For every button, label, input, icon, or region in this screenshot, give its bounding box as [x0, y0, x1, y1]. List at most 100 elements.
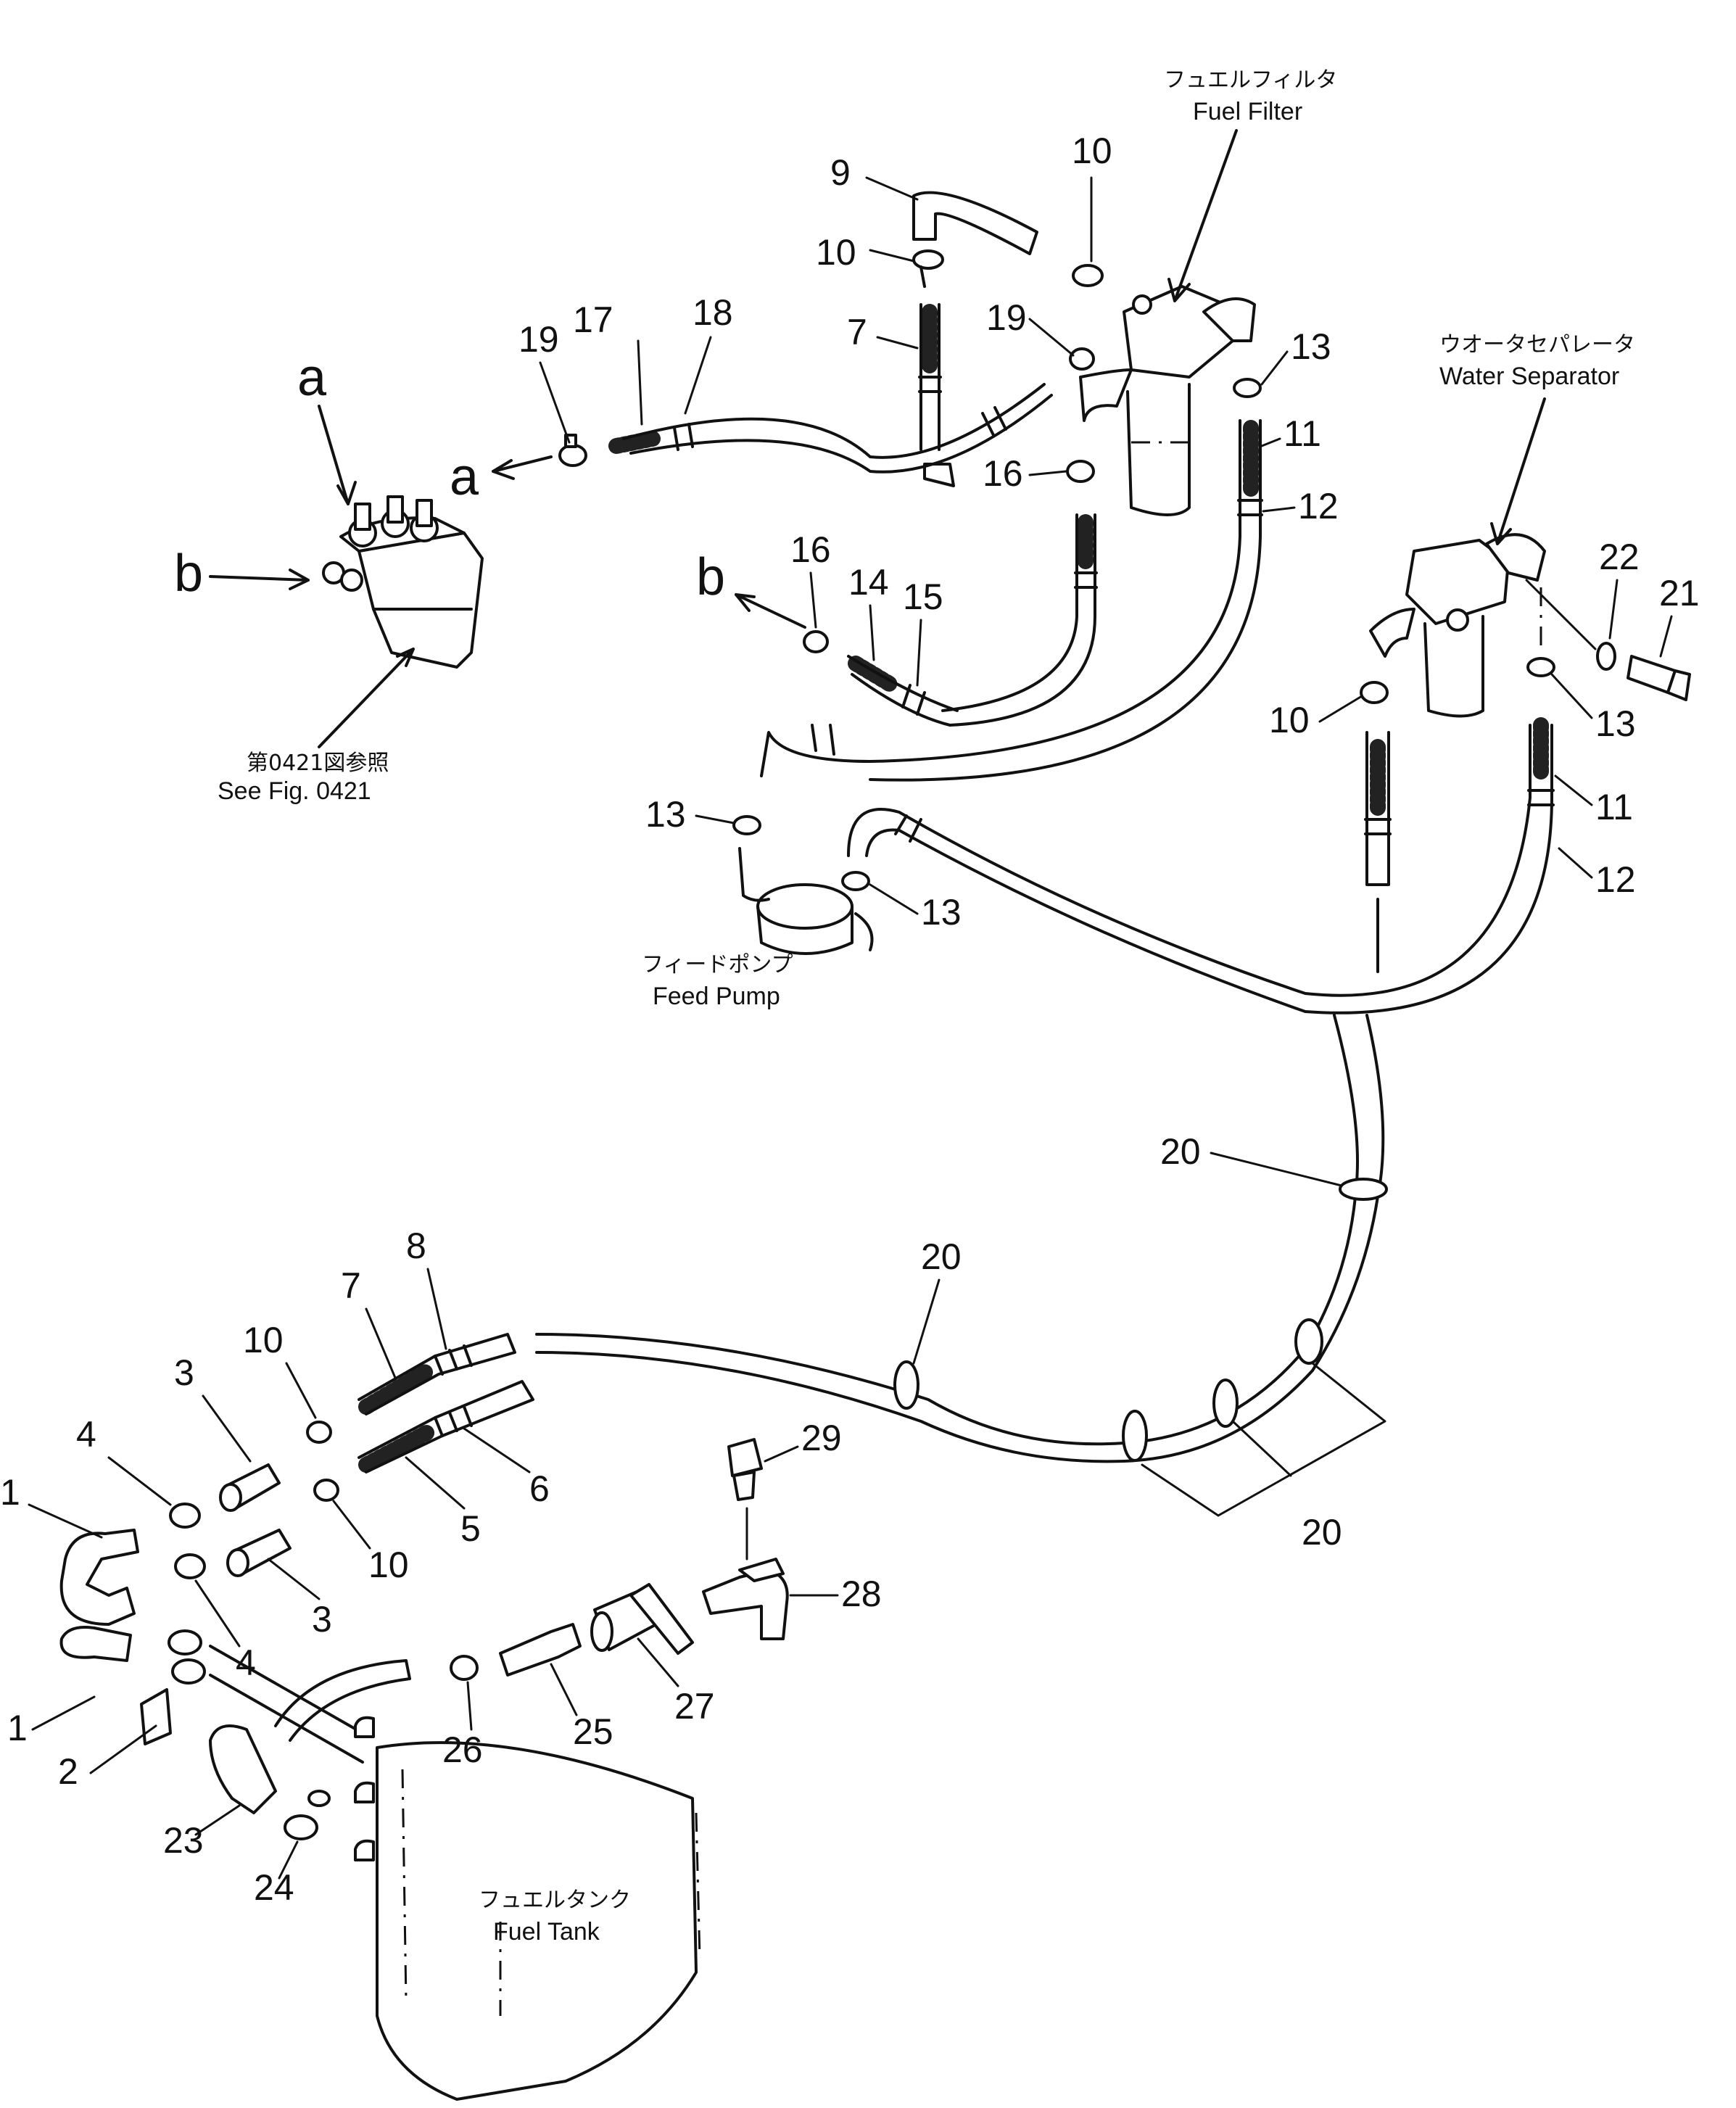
- callout-13-filter: 13: [1291, 326, 1331, 367]
- hose-separator-down: [1364, 731, 1392, 973]
- callout-12-upper: 12: [1298, 486, 1339, 526]
- water-separator-label-jp: ウオータセパレータ: [1439, 332, 1635, 357]
- arrow-b-side: [209, 569, 310, 590]
- valve-27: [590, 1583, 694, 1655]
- callout-10-lower-top: 10: [243, 1320, 284, 1360]
- arrow-b-hose: [735, 593, 806, 629]
- clamps-20-lower: [1122, 1318, 1323, 1462]
- callout-10-top-left: 10: [816, 232, 856, 273]
- callout-1-upper: 1: [0, 1472, 20, 1513]
- clamp-10-top-left: [912, 249, 944, 288]
- clamp-13-separator: [1526, 657, 1555, 677]
- callout-6: 6: [529, 1468, 550, 1509]
- clamp-26: [450, 1655, 479, 1681]
- callout-16-lower: 16: [790, 529, 831, 570]
- clamp-13-filter: [1233, 378, 1262, 398]
- callout-19-right: 19: [986, 297, 1027, 338]
- callout-28: 28: [841, 1574, 882, 1614]
- arrow-a-side: [492, 455, 553, 480]
- hose-14-15: [847, 655, 959, 727]
- clamp-13-feed-left: [732, 815, 761, 835]
- callout-10-top-right: 10: [1072, 131, 1112, 171]
- callout-29: 29: [801, 1418, 842, 1458]
- fuel-filter: [1079, 285, 1256, 516]
- callout-24: 24: [254, 1867, 294, 1908]
- see-fig-label-en: See Fig. 0421: [218, 777, 371, 805]
- letter-b-hose: b: [696, 548, 725, 606]
- clamp-10-separator: [1360, 681, 1389, 704]
- callout-10-separator: 10: [1269, 700, 1310, 740]
- feed-pump: [738, 847, 874, 955]
- clamp-2: [140, 1629, 206, 1745]
- fitting-25: [499, 1623, 582, 1677]
- callout-20-lower: 20: [1302, 1512, 1342, 1553]
- letter-a-side: a: [450, 448, 479, 506]
- callout-3-lower: 3: [312, 1599, 332, 1640]
- callout-15: 15: [903, 576, 943, 617]
- hose-23: [209, 1724, 277, 1814]
- fittings-3: [219, 1463, 292, 1577]
- callout-7-upper: 7: [847, 312, 867, 352]
- leader-see-fig: [318, 648, 415, 748]
- callout-16-upper: 16: [983, 453, 1023, 494]
- see-fig-label-jp: 第0421図参照: [247, 751, 389, 776]
- clamp-10-top-right: [1072, 264, 1104, 287]
- callout-26: 26: [442, 1729, 483, 1770]
- letter-b-side: b: [174, 545, 203, 603]
- injection-pump: [322, 495, 484, 669]
- callout-12-lower: 12: [1595, 859, 1636, 900]
- callout-23: 23: [163, 1820, 204, 1861]
- fuel-tank-label-en: Fuel Tank: [493, 1918, 600, 1946]
- callout-14: 14: [848, 562, 889, 603]
- callout-13-feed-right: 13: [921, 892, 962, 933]
- fuel-tank-label-jp: フュエルタンク: [479, 1888, 631, 1913]
- bolt-21: [1627, 655, 1691, 701]
- callout-3-upper: 3: [174, 1352, 194, 1393]
- fuel-tank: [354, 1716, 701, 2101]
- fuel-filter-label-en: Fuel Filter: [1193, 98, 1302, 125]
- hose-7-upper: [918, 303, 955, 487]
- clamp-16-upper: [1066, 460, 1095, 483]
- callout-9: 9: [830, 152, 851, 193]
- feed-pump-label-en: Feed Pump: [653, 983, 780, 1010]
- hose-7-8: [357, 1333, 516, 1415]
- arrow-water-separator: [1490, 397, 1546, 545]
- clamp-13-feed-right: [841, 871, 870, 891]
- callout-20-upper: 20: [1160, 1131, 1201, 1172]
- callout-2: 2: [58, 1751, 78, 1792]
- clamps-4: [169, 1503, 206, 1579]
- callout-5: 5: [460, 1508, 481, 1549]
- water-separator-label-en: Water Separator: [1439, 363, 1619, 390]
- callout-7-lower: 7: [341, 1265, 361, 1306]
- clamp-20-upper: [1339, 1178, 1388, 1201]
- callout-20-middle: 20: [921, 1236, 962, 1277]
- callout-18: 18: [693, 292, 733, 333]
- clamp-16-lower: [803, 630, 829, 653]
- tank-feed-hoses: [209, 1645, 411, 1764]
- clamps-10-lower: [306, 1421, 339, 1502]
- letter-a-top: a: [297, 349, 327, 407]
- washer-22: [1596, 642, 1616, 671]
- callout-10-lower-bottom: 10: [368, 1545, 409, 1585]
- callout-13-feed-left: 13: [645, 794, 686, 835]
- hose-9: [912, 191, 1038, 255]
- arrow-fuel-filter: [1167, 129, 1238, 302]
- hose-11-12-separator: [1527, 717, 1555, 806]
- clamp-19-left: [558, 434, 587, 467]
- callout-1-lower: 1: [7, 1708, 28, 1748]
- callout-13-separator: 13: [1595, 703, 1636, 744]
- hose-filter-down: [941, 513, 1098, 727]
- feed-pump-label-jp: フィードポンプ: [642, 952, 793, 977]
- hoses-1: [59, 1529, 139, 1662]
- callout-4-upper: 4: [76, 1414, 96, 1455]
- hose-feed-to-separator: [847, 724, 1553, 1014]
- callout-19-left: 19: [518, 319, 559, 360]
- hose-17-18: [608, 383, 1053, 474]
- callout-27: 27: [674, 1686, 715, 1727]
- clamp-20-middle: [893, 1360, 919, 1410]
- callout-17: 17: [573, 299, 613, 340]
- callout-11-upper: 11: [1284, 413, 1321, 454]
- fuel-filter-label-jp: フュエルフィルタ: [1164, 67, 1337, 93]
- callout-21: 21: [1659, 573, 1700, 613]
